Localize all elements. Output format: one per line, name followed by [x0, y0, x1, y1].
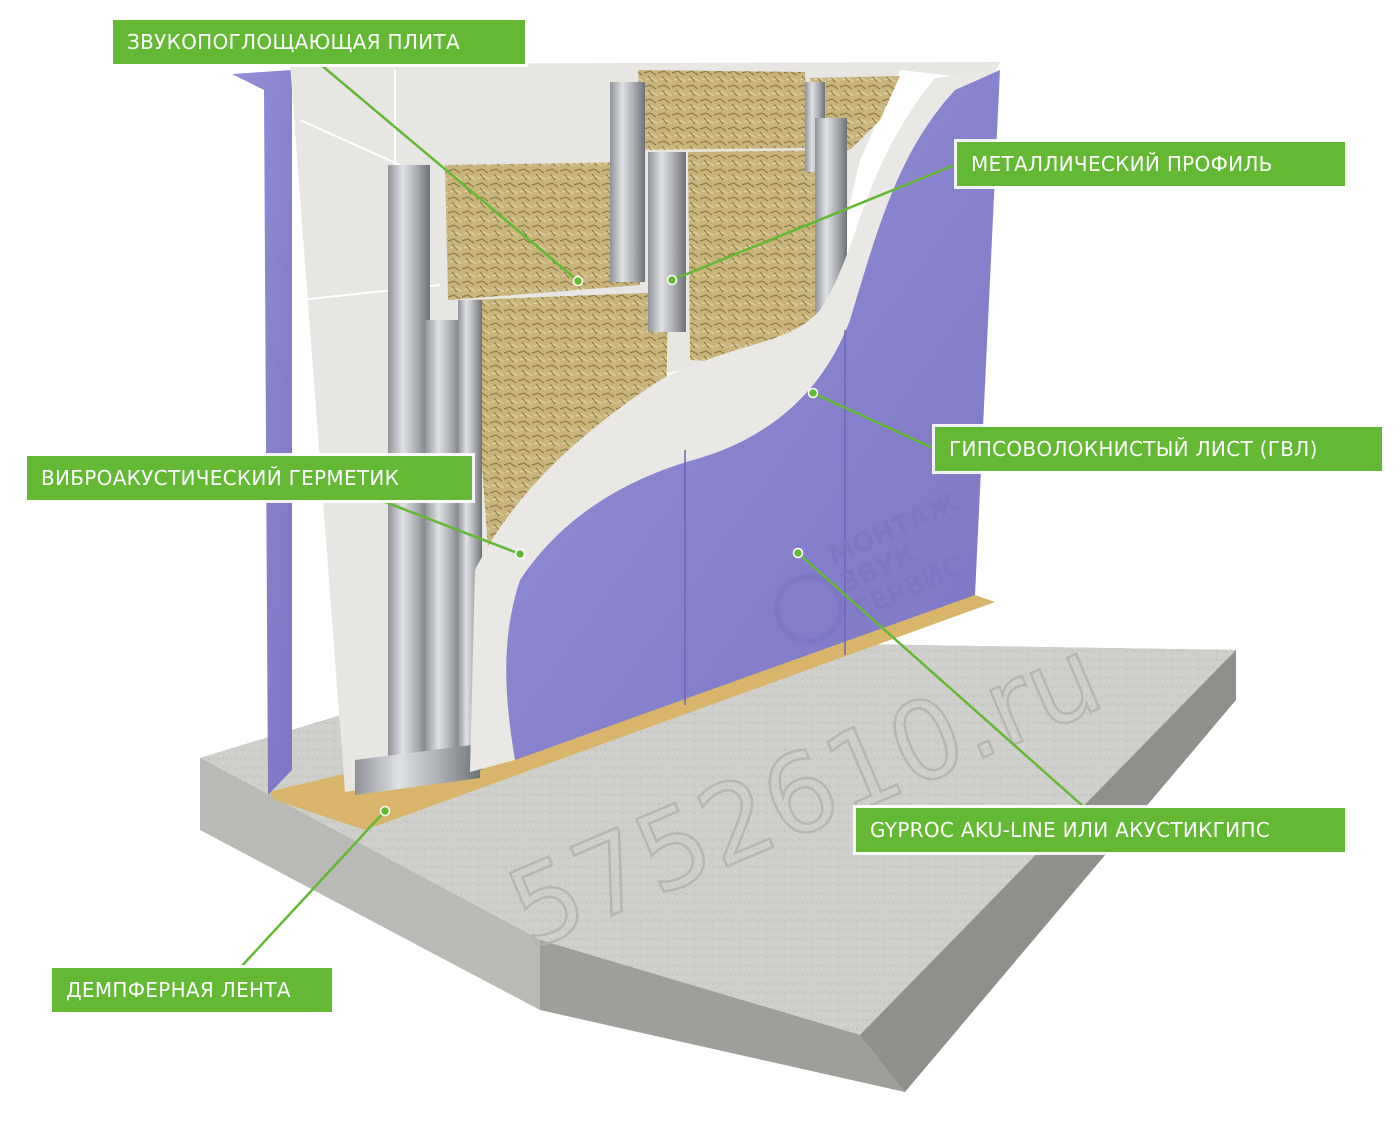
- label-damper-tape: ДЕМПФЕРНАЯ ЛЕНТА: [52, 968, 332, 1012]
- label-metal-profile: МЕТАЛЛИЧЕСКИЙ ПРОФИЛЬ: [957, 142, 1345, 186]
- gear-logo-icon: [773, 573, 844, 644]
- label-gypsum-fiber-sheet: ГИПСОВОЛОКНИСТЫЙ ЛИСТ (ГВЛ): [935, 427, 1382, 471]
- front-acoustic-board: [506, 70, 1000, 760]
- label-gyproc-board: GYPROC AKU-LINE ИЛИ АКУСТИКГИПС: [856, 808, 1345, 852]
- front-gvl-layer: [470, 70, 1000, 772]
- front-board-seam: [684, 330, 846, 705]
- label-vibro-sealant: ВИБРОАКУСТИЧЕСКИЙ ГЕРМЕТИК: [27, 456, 472, 500]
- back-acoustic-board: [232, 70, 292, 795]
- label-sound-absorbing-plate: ЗВУКОПОГЛОЩАЮЩАЯ ПЛИТА: [113, 20, 525, 64]
- leader-lines: [239, 63, 1086, 969]
- mineral-wool-slabs: [445, 70, 900, 548]
